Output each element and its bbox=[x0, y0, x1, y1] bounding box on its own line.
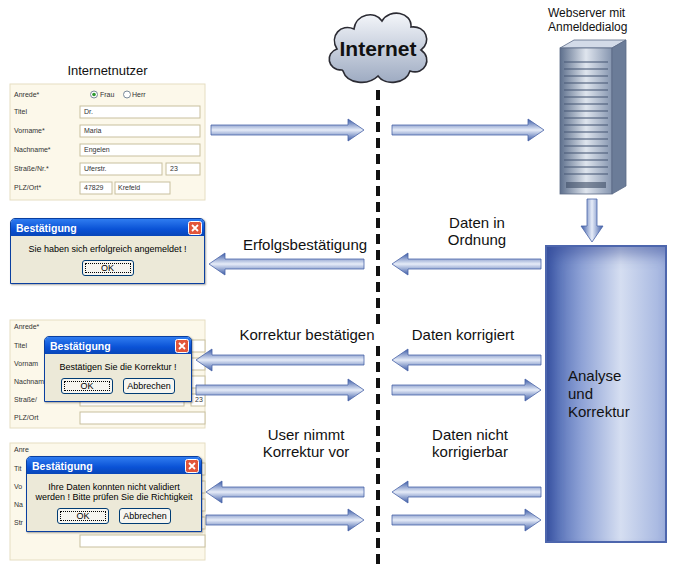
dialog-title: Bestätigung bbox=[16, 222, 77, 234]
form-background bbox=[10, 84, 205, 200]
edge-label: Daten korrigiert bbox=[398, 326, 528, 343]
close-button bbox=[188, 221, 202, 235]
close-button bbox=[185, 459, 199, 473]
step-label: Korrektur bestätigen bbox=[232, 326, 382, 343]
form-field-text: 47829 bbox=[84, 184, 103, 191]
form-field-text: PLZ/Ort bbox=[14, 414, 39, 421]
form-background bbox=[10, 320, 205, 428]
block-arrow bbox=[392, 119, 544, 141]
form-field-text: Uferstr. bbox=[84, 165, 107, 172]
dialog-button: OK bbox=[57, 508, 109, 524]
form-field-text: Titel bbox=[14, 108, 27, 115]
flow-arrow bbox=[206, 481, 541, 503]
form-field-text: Nachnam bbox=[14, 378, 44, 385]
panel-label: Analyse und Korrektur bbox=[568, 367, 644, 421]
form-field-text: 23 bbox=[195, 396, 203, 403]
form-field-text: Engelen bbox=[84, 146, 110, 153]
analysis-panel: Analyse und Korrektur bbox=[545, 245, 667, 543]
edge-label: Daten nicht korrigierbar bbox=[410, 426, 530, 461]
dialog-titlebar: Bestätigung bbox=[27, 457, 201, 474]
block-arrow bbox=[206, 481, 364, 503]
server-caption: Webserver mit Anmeldedialog bbox=[548, 6, 656, 35]
dialog-title: Bestätigung bbox=[50, 340, 111, 352]
form-field-text: 23 bbox=[170, 165, 178, 172]
form-field-text: PLZ/Ort* bbox=[14, 184, 41, 191]
dialog-buttons: OK bbox=[11, 260, 204, 283]
dialog-buttons: OK Abbrechen bbox=[45, 378, 191, 401]
cloud-label: Internet bbox=[339, 37, 416, 61]
dialog-message: Sie haben sich erfolgreich angemeldet ! bbox=[11, 236, 204, 260]
edge-label: Daten in Ordnung bbox=[432, 214, 522, 249]
block-arrow bbox=[392, 349, 541, 371]
form-field-text: Vornam bbox=[14, 360, 38, 367]
block-arrow bbox=[206, 509, 364, 531]
dialog-titlebar: Bestätigung bbox=[45, 337, 191, 354]
dialog-button: OK bbox=[61, 378, 113, 394]
form-field-text: Maria bbox=[84, 127, 102, 134]
form-field-text: Str bbox=[14, 519, 23, 526]
flow-arrow bbox=[196, 349, 541, 371]
block-arrow bbox=[392, 253, 541, 275]
server-tower bbox=[560, 40, 626, 194]
form-field-text: Straße/ bbox=[14, 396, 37, 403]
dialog-message: Bestätigen Sie die Korrektur ! bbox=[45, 354, 191, 378]
form-field-text: Frau bbox=[100, 91, 114, 98]
internet-cloud: Internet bbox=[322, 6, 434, 88]
dialog-titlebar: Bestätigung bbox=[11, 219, 204, 236]
form-field-text: Straße/Nr.* bbox=[14, 165, 49, 172]
form-field-text: Tit bbox=[14, 465, 22, 472]
form-field-text: Titel bbox=[14, 342, 27, 349]
form-field-text: Anrede* bbox=[14, 91, 39, 98]
form-field-text: Na bbox=[14, 501, 23, 508]
dialog-box: BestätigungSie haben sich erfolgreich an… bbox=[10, 218, 205, 284]
flow-arrow bbox=[206, 509, 541, 531]
close-button bbox=[175, 339, 189, 353]
dialog-button: Abbrechen bbox=[123, 378, 175, 394]
form-field-text: Krefeld bbox=[118, 184, 140, 191]
dialog-box: BestätigungIhre Daten konnten nicht vali… bbox=[26, 456, 202, 532]
form-background bbox=[10, 443, 205, 560]
flow-arrow bbox=[196, 379, 541, 401]
form-field-text: Nachname* bbox=[14, 146, 51, 153]
web-server: Webserver mit Anmeldedialog bbox=[548, 6, 666, 196]
block-arrow bbox=[211, 119, 364, 141]
form-field-text: Dr. bbox=[84, 108, 93, 115]
block-arrow bbox=[392, 379, 541, 401]
flow-arrow bbox=[209, 253, 541, 275]
block-arrow bbox=[196, 379, 364, 401]
block-arrow bbox=[392, 509, 541, 531]
flow-arrow bbox=[211, 119, 544, 141]
block-arrow bbox=[209, 253, 364, 275]
form-field-text: Anrede* bbox=[14, 323, 39, 330]
step-label: User nimmt Korrektur vor bbox=[250, 426, 362, 461]
dialog-button: OK bbox=[82, 260, 134, 276]
form-field-text: Anre bbox=[14, 446, 29, 453]
dialog-button: Abbrechen bbox=[119, 508, 171, 524]
form-field-text: Vo bbox=[14, 483, 22, 490]
dialog-message: Ihre Daten konnten nicht validiert werde… bbox=[27, 474, 201, 508]
dialog-box: BestätigungBestätigen Sie die Korrektur … bbox=[44, 336, 192, 402]
block-arrow bbox=[392, 481, 541, 503]
flow-arrow bbox=[581, 199, 603, 242]
dialog-buttons: OK Abbrechen bbox=[27, 508, 201, 531]
block-arrow bbox=[196, 349, 364, 371]
form-field-text: Vorname* bbox=[14, 127, 45, 134]
step-label: Erfolgsbestätigung bbox=[238, 236, 372, 253]
dialog-title: Bestätigung bbox=[32, 460, 93, 472]
block-arrow bbox=[581, 199, 603, 242]
form-heading: Internetnutzer bbox=[8, 62, 207, 82]
form-field-text: Herr bbox=[132, 91, 146, 98]
